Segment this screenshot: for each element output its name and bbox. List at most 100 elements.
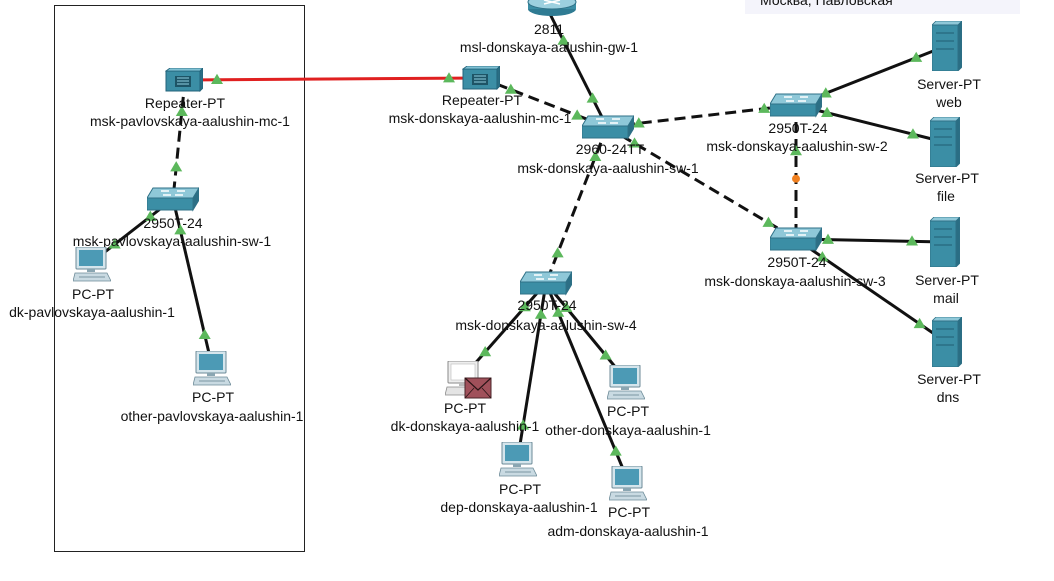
location-label: Москва, Павловская bbox=[745, 0, 1020, 14]
device-model-label: Server-PT bbox=[915, 272, 979, 288]
envelope-icon[interactable] bbox=[464, 377, 492, 399]
pc-icon bbox=[499, 442, 537, 477]
device-name-label: msk-pavlovskaya-aalushin-sw-1 bbox=[73, 233, 272, 249]
link-status-marker bbox=[816, 251, 829, 262]
switch-icon bbox=[770, 93, 822, 117]
repeater-mc-donskaya[interactable]: Repeater-PT msk-donskaya-aalushin-mc-1 bbox=[389, 66, 572, 126]
link-gw-sw1[interactable] bbox=[547, 11, 609, 128]
link-status-marker bbox=[599, 349, 612, 360]
switch-icon bbox=[582, 115, 634, 139]
server-web[interactable]: Server-PT web bbox=[917, 21, 981, 110]
switch-sw-4[interactable]: 2950T-24 msk-donskaya-aalushin-sw-4 bbox=[455, 271, 637, 333]
router-icon bbox=[527, 0, 577, 17]
device-model-label: PC-PT bbox=[607, 403, 649, 419]
link-status-marker bbox=[210, 73, 223, 84]
link-status-marker bbox=[821, 106, 834, 117]
repeater-mc-pavlovskaya[interactable]: Repeater-PT msk-pavlovskaya-aalushin-mc-… bbox=[90, 68, 290, 129]
repeater-icon bbox=[462, 66, 500, 90]
link-status-marker bbox=[906, 235, 919, 246]
pavlovskaya-area-frame bbox=[54, 5, 305, 552]
server-icon bbox=[932, 21, 962, 71]
link-mc_pav-mc_don[interactable] bbox=[184, 76, 482, 82]
switch-sw-2[interactable]: 2950T-24 msk-donskaya-aalushin-sw-2 bbox=[706, 93, 888, 154]
link-markers-layer bbox=[108, 34, 926, 456]
link-status-marker bbox=[560, 301, 573, 312]
device-model-label: 2950T-24 bbox=[768, 120, 827, 136]
link-status-marker bbox=[913, 317, 926, 329]
link-sw4-pc_other_don[interactable] bbox=[544, 282, 628, 381]
link-status-marker bbox=[910, 51, 923, 62]
device-model-label: Server-PT bbox=[917, 76, 981, 92]
pc-dk-donskaya[interactable]: PC-PT dk-donskaya-aalushin-1 bbox=[391, 361, 540, 434]
link-status-marker bbox=[174, 224, 187, 235]
link-status-marker bbox=[758, 102, 771, 113]
link-status-marker bbox=[906, 128, 919, 139]
device-name-label: msk-donskaya-aalushin-mc-1 bbox=[389, 110, 572, 126]
device-name-label: msk-pavlovskaya-aalushin-mc-1 bbox=[90, 113, 290, 129]
link-status-marker bbox=[551, 247, 564, 258]
device-model-label: PC-PT bbox=[608, 504, 650, 520]
pc-dep-donskaya[interactable]: PC-PT dep-donskaya-aalushin-1 bbox=[440, 442, 598, 515]
device-model-label: 2950T-24 bbox=[767, 254, 826, 270]
device-name-label: file bbox=[937, 188, 955, 204]
device-model-label: PC-PT bbox=[72, 286, 114, 302]
device-model-label: Repeater-PT bbox=[145, 95, 226, 111]
link-status-marker bbox=[628, 137, 641, 148]
device-name-label: other-donskaya-aalushin-1 bbox=[545, 422, 711, 438]
server-dns[interactable]: Server-PT dns bbox=[917, 317, 981, 405]
switch-sw-1[interactable]: 2960-24TT msk-donskaya-aalushin-sw-1 bbox=[517, 115, 699, 176]
device-model-label: PC-PT bbox=[444, 400, 486, 416]
device-model-label: Server-PT bbox=[915, 170, 979, 186]
device-model-label: Repeater-PT bbox=[442, 92, 523, 108]
pc-other-donskaya[interactable]: PC-PT other-donskaya-aalushin-1 bbox=[545, 365, 711, 438]
server-mail[interactable]: Server-PT mail bbox=[915, 217, 979, 306]
repeater-icon bbox=[165, 68, 203, 92]
device-model-label: PC-PT bbox=[499, 481, 541, 497]
link-status-marker bbox=[443, 72, 456, 83]
link-mc_pav-sw_pav[interactable] bbox=[171, 79, 187, 200]
server-icon bbox=[932, 317, 962, 367]
pc-icon bbox=[607, 365, 645, 400]
device-name-label: msk-donskaya-aalushin-sw-2 bbox=[706, 138, 888, 154]
link-sw4-pc_dk_don[interactable] bbox=[462, 282, 548, 377]
pc-other-pavlovskaya[interactable]: PC-PT other-pavlovskaya-aalushin-1 bbox=[121, 351, 304, 424]
server-file[interactable]: Server-PT file bbox=[915, 117, 979, 204]
link-status-dot bbox=[792, 174, 800, 183]
device-name-label: dk-pavlovskaya-aalushin-1 bbox=[9, 304, 175, 320]
device-model-label: 2950T-24 bbox=[143, 215, 202, 231]
link-sw2-srv_file[interactable] bbox=[795, 103, 945, 144]
link-status-marker bbox=[518, 301, 531, 312]
router-gw-1[interactable]: 2811 msl-donskaya-aalushin-gw-1 bbox=[460, 0, 638, 55]
device-name-label: dns bbox=[937, 389, 960, 405]
switch-sw-pavlovskaya[interactable]: 2950T-24 msk-pavlovskaya-aalushin-sw-1 bbox=[73, 187, 272, 249]
device-model-label: PC-PT bbox=[192, 389, 234, 405]
link-status-marker bbox=[198, 328, 211, 340]
device-name-label: dk-donskaya-aalushin-1 bbox=[391, 418, 540, 434]
pc-adm-donskaya[interactable]: PC-PT adm-donskaya-aalushin-1 bbox=[547, 466, 709, 539]
device-name-label: dep-donskaya-aalushin-1 bbox=[440, 499, 597, 515]
link-status-marker bbox=[557, 34, 570, 45]
device-name-label: mail bbox=[933, 290, 959, 306]
device-name-label: other-pavlovskaya-aalushin-1 bbox=[121, 408, 304, 424]
server-icon bbox=[930, 217, 960, 267]
pc-dk-pavlovskaya[interactable]: PC-PT dk-pavlovskaya-aalushin-1 bbox=[9, 247, 175, 320]
link-status-marker bbox=[552, 306, 565, 317]
pc-icon bbox=[73, 247, 111, 282]
link-status-marker bbox=[504, 83, 517, 94]
device-name-label: web bbox=[935, 94, 962, 110]
switch-sw-3[interactable]: 2950T-24 msk-donskaya-aalushin-sw-3 bbox=[704, 227, 886, 289]
pc-icon bbox=[609, 466, 647, 501]
pc-icon bbox=[193, 351, 231, 386]
server-icon bbox=[930, 117, 960, 167]
device-name-label: msk-donskaya-aalushin-sw-4 bbox=[455, 317, 637, 333]
device-model-label: 2811 bbox=[534, 21, 564, 37]
device-model-label: Server-PT bbox=[917, 371, 981, 387]
device-name-label: msk-donskaya-aalushin-sw-1 bbox=[517, 160, 699, 176]
link-status-marker bbox=[821, 233, 834, 244]
device-model-label: 2950T-24 bbox=[517, 297, 576, 313]
link-status-marker bbox=[517, 419, 530, 430]
device-name-label: msk-donskaya-aalushin-sw-3 bbox=[704, 273, 886, 289]
link-status-marker bbox=[108, 238, 121, 249]
link-status-marker bbox=[589, 150, 602, 162]
